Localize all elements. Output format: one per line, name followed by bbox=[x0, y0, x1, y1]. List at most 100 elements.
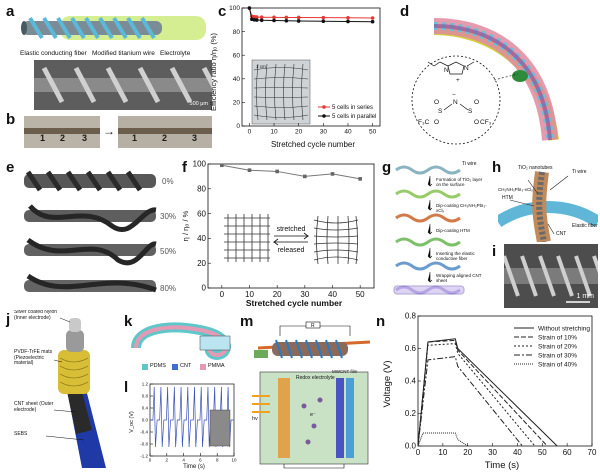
xtick-label: 0 bbox=[149, 458, 152, 463]
panel-a-label-electrolyte: Electrolyte bbox=[160, 50, 191, 57]
grid-inset-stretched bbox=[313, 215, 359, 265]
panel-j-label: j bbox=[6, 311, 11, 328]
label-ti-wire: Ti wire bbox=[572, 169, 587, 175]
panel-m-solar-device: R Redox electrolyte MWCNT film hv e⁻ bbox=[250, 316, 376, 470]
xtick-label: 30 bbox=[488, 448, 497, 457]
svg-text:F₃C: F₃C bbox=[418, 119, 430, 126]
legend-cnt: CNT bbox=[180, 363, 192, 369]
ytick-label: 0.2 bbox=[405, 409, 417, 418]
series-line bbox=[221, 164, 361, 180]
label-redox-electrolyte: Redox electrolyte bbox=[296, 375, 335, 381]
inset-grid-line bbox=[292, 63, 295, 121]
label-tio2-nanotubes: TiO₂ nanotubes bbox=[518, 165, 553, 171]
ytick-label: 0 bbox=[236, 123, 240, 130]
chart-c-xlabel: Stretched cycle number bbox=[271, 140, 355, 149]
panel-b-photo-right: 1 2 3 bbox=[118, 116, 212, 148]
fiber-30pct bbox=[24, 204, 157, 232]
grid-inset-unstretched bbox=[224, 214, 270, 262]
xtick-label: 50 bbox=[356, 290, 365, 299]
legend-label: Strain of 10% bbox=[538, 335, 577, 342]
svg-text:N: N bbox=[453, 99, 458, 106]
arrow-right-icon: → bbox=[103, 124, 115, 138]
label-inner-electrode: Silver coated Nylon (Inner electrode) bbox=[14, 310, 58, 321]
legend-label: Without stretching bbox=[538, 326, 590, 333]
fiber-80pct bbox=[24, 273, 157, 293]
xtick-label: 60 bbox=[563, 448, 572, 457]
data-point bbox=[303, 174, 307, 179]
ytick-label: 0.0 bbox=[142, 418, 149, 423]
series-line bbox=[417, 343, 536, 447]
chart-c-legend: 5 cells in series 5 cells in parallel bbox=[318, 105, 376, 120]
label-cnt-sheet: CNT sheet (Outer electrode) bbox=[14, 401, 54, 413]
svg-text:S: S bbox=[438, 108, 443, 115]
label-elastic-fiber: Elastic fiber bbox=[572, 223, 598, 229]
xtick-label: 50 bbox=[538, 448, 547, 457]
chart-c-axes bbox=[241, 7, 381, 127]
xtick-label: 20 bbox=[295, 129, 303, 136]
chart-l-ylabel: V_oc (V) bbox=[129, 411, 135, 433]
ytick-label: 40 bbox=[197, 234, 206, 243]
panel-d-label: d bbox=[400, 3, 410, 20]
svg-text:−: − bbox=[452, 92, 456, 99]
inset-scale-label: 1 cm bbox=[256, 64, 266, 69]
series-line bbox=[248, 7, 373, 19]
svg-text:+: + bbox=[456, 77, 460, 84]
label-light: hv bbox=[252, 416, 258, 422]
panel-e-stretch-photos bbox=[22, 162, 158, 306]
chart-f-xlabel: Stretched cycle number bbox=[246, 298, 343, 308]
ytick-label: 1.2 bbox=[142, 382, 149, 387]
ytick-label: -0.8 bbox=[140, 442, 148, 447]
chart-f-ylabel: η / η₀ / % bbox=[181, 210, 190, 241]
xtick-label: 4 bbox=[182, 458, 185, 463]
ruler-mark-1: 1 bbox=[40, 133, 46, 143]
data-point bbox=[272, 18, 276, 23]
series-line bbox=[417, 338, 558, 447]
strain-30: 30% bbox=[160, 212, 177, 221]
xtick-label: 30 bbox=[320, 129, 328, 136]
data-point bbox=[247, 168, 252, 172]
chart-n-xlabel: Time (s) bbox=[485, 460, 519, 470]
data-point bbox=[296, 19, 301, 23]
data-point bbox=[275, 169, 279, 174]
data-point bbox=[296, 15, 301, 20]
coiled-fiber-drawing bbox=[21, 16, 206, 40]
xtick-label: 10 bbox=[231, 458, 237, 463]
series-line bbox=[417, 356, 523, 447]
data-point bbox=[330, 172, 335, 176]
step-cnt-sheet: Wrapping aligned CNT sheet bbox=[436, 273, 482, 283]
label-htm: HTM bbox=[502, 195, 513, 201]
legend-swatches bbox=[142, 364, 206, 370]
ytick-label: 80 bbox=[233, 29, 241, 36]
ytick-label: 60 bbox=[197, 209, 206, 218]
inset-grid-line bbox=[253, 67, 309, 71]
ytick-label: 100 bbox=[193, 160, 207, 169]
svg-text:CF₃: CF₃ bbox=[480, 119, 492, 126]
series-line bbox=[248, 7, 373, 23]
fiber-0pct bbox=[24, 170, 156, 192]
ionic-liquid-structure: N N + N − S S O O O O F₃C CF₃ bbox=[418, 61, 492, 126]
fiber-50pct bbox=[24, 237, 157, 266]
panel-k-spiral-fiber: PDMS CNT PMMA bbox=[130, 318, 238, 374]
panel-l-inset-photo bbox=[209, 409, 231, 447]
fiber-device-illustration: R bbox=[254, 321, 371, 359]
ytick-label: 80 bbox=[197, 184, 206, 193]
data-point bbox=[321, 15, 326, 20]
panel-i-sem-image: 1 mm bbox=[504, 244, 598, 308]
xtick-label: 8 bbox=[216, 458, 219, 463]
inset-grid-line bbox=[283, 63, 286, 121]
step-htm: Dip-coating HTM bbox=[436, 228, 470, 233]
ytick-label: 20 bbox=[233, 100, 241, 107]
inset-grid-line bbox=[265, 63, 268, 121]
data-point bbox=[272, 15, 276, 20]
panel-h-label: h bbox=[492, 159, 502, 176]
legend-label: Strain of 40% bbox=[538, 362, 577, 369]
ytick-label: 0.0 bbox=[405, 442, 417, 451]
strain-80: 80% bbox=[160, 284, 177, 293]
xtick-label: 10 bbox=[245, 290, 254, 299]
panel-g-label: g bbox=[382, 159, 392, 176]
ruler-mark-1-stretched: 1 bbox=[132, 133, 138, 143]
series-line bbox=[417, 339, 548, 447]
